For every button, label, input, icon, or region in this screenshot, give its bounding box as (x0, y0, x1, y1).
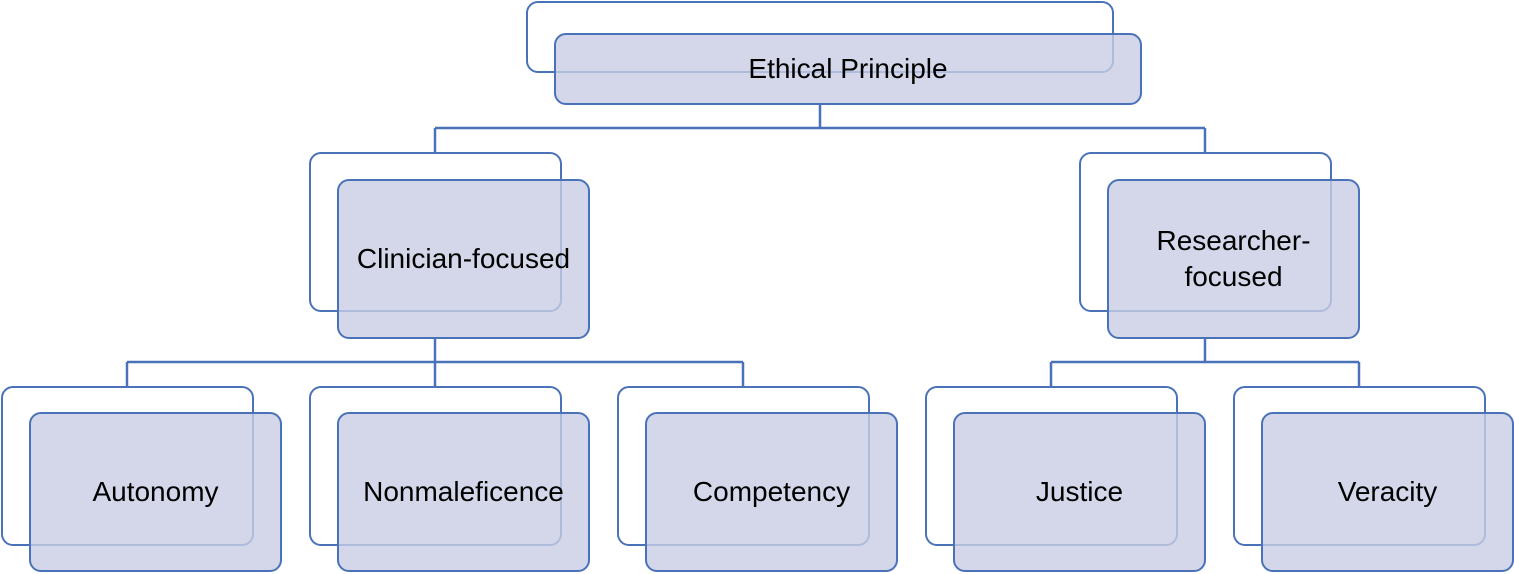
root-node: Ethical Principle (554, 33, 1142, 105)
nonmaleficence-node: Nonmaleficence (337, 412, 590, 572)
justice-node: Justice (953, 412, 1206, 572)
competency-node-label: Competency (692, 476, 851, 507)
autonomy-node: Autonomy (29, 412, 282, 572)
researcher-node-label: Researcher- focused (1156, 223, 1310, 295)
veracity-node: Veracity (1261, 412, 1514, 572)
justice-node-label: Justice (1035, 476, 1124, 507)
researcher-node-label-line-1: Researcher- (1156, 225, 1311, 256)
connector-researcher-to-children (1049, 338, 1361, 386)
autonomy-node-label: Autonomy (92, 476, 219, 507)
connector-root-to-categories (433, 105, 1207, 152)
nonmaleficence-node-label: Nonmaleficence (363, 476, 564, 507)
veracity-node-label: Veracity (1337, 476, 1438, 507)
root-node-label: Ethical Principle (748, 53, 948, 84)
connector-clinician-to-children (125, 338, 745, 386)
competency-node: Competency (645, 412, 898, 572)
researcher-node-label-line-2: focused (1184, 261, 1283, 292)
clinician-node: Clinician-focused (337, 179, 590, 339)
researcher-node: Researcher- focused (1107, 179, 1360, 339)
clinician-node-label: Clinician-focused (356, 243, 571, 274)
